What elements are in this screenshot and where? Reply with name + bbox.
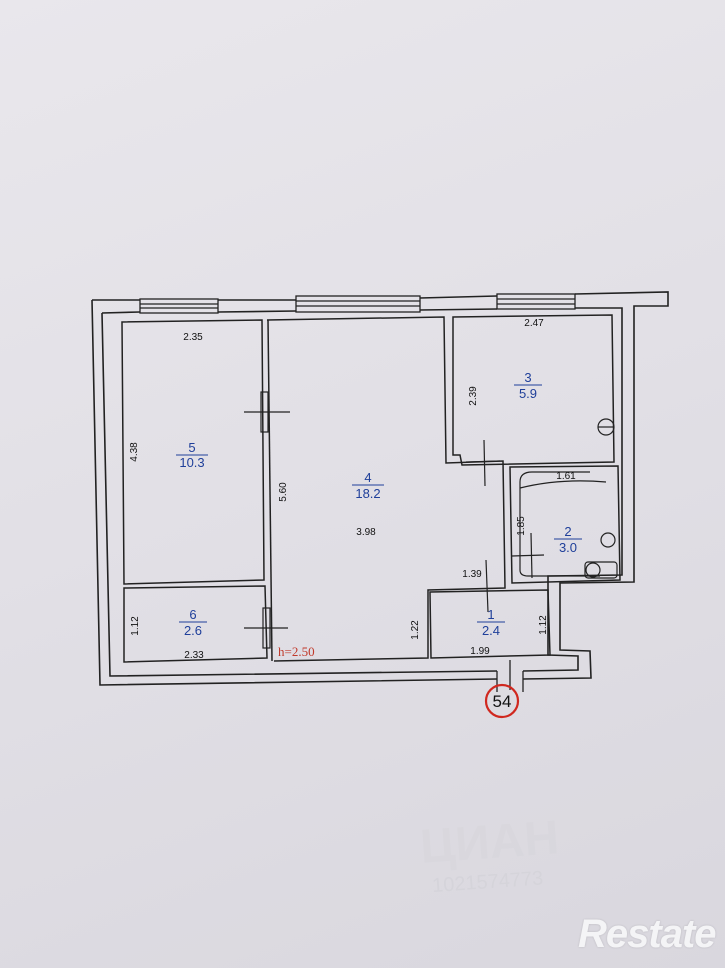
dim-room3-length: 2.39 <box>468 386 479 406</box>
entrance-door <box>496 660 524 692</box>
dim-room6-width: 2.33 <box>184 650 204 661</box>
partitions <box>121 314 621 663</box>
sink-icon <box>600 532 616 548</box>
room6-area: 2.6 <box>184 623 202 638</box>
room2-area: 3.0 <box>559 540 577 555</box>
fixtures <box>519 418 618 579</box>
dim-room1-width: 1.99 <box>470 646 490 657</box>
toilet-room2-icon <box>585 562 601 578</box>
room3-number: 3 <box>524 370 531 385</box>
dim-room2-length: 1.85 <box>516 516 527 536</box>
wall-room3 <box>452 314 615 466</box>
dim-room4-width: 3.98 <box>356 527 376 538</box>
dim-room4-length: 5.60 <box>278 482 289 502</box>
apartment-badge: 54 <box>484 683 520 719</box>
dim-corridor-width: 1.39 <box>462 569 482 580</box>
doors <box>244 391 545 649</box>
watermark-logo: ЦИАН <box>418 811 560 874</box>
wall-room4 <box>266 316 506 662</box>
room6-number: 6 <box>189 607 196 622</box>
room1-number: 1 <box>487 607 494 622</box>
wall-room6 <box>123 585 268 663</box>
brand-logo: Restate <box>578 912 717 956</box>
dim-room5-length: 4.38 <box>129 442 140 462</box>
ceiling-height: h=2.50 <box>278 644 315 659</box>
windows <box>139 293 576 314</box>
dim-room2-width: 1.61 <box>556 471 576 482</box>
dim-room4-lower: 1.22 <box>410 620 421 640</box>
dim-room5-width: 2.35 <box>183 332 203 343</box>
dimension-labels: 2.35 4.38 2.47 2.39 5.60 3.98 1.61 1.85 … <box>129 318 576 661</box>
room1-area: 2.4 <box>482 623 500 638</box>
room-labels: 5 10.3 4 18.2 3 5.9 2 3.0 6 2.6 1 2.4 <box>176 370 582 638</box>
dim-room3-width: 2.47 <box>524 318 544 329</box>
room2-number: 2 <box>564 524 571 539</box>
wall-room2 <box>509 465 621 584</box>
room3-area: 5.9 <box>519 386 537 401</box>
room4-number: 4 <box>364 470 371 485</box>
window-room5 <box>139 298 219 314</box>
bathtub <box>519 471 600 577</box>
outer-walls <box>91 291 669 686</box>
room4-area: 18.2 <box>355 486 380 501</box>
window-room4 <box>295 295 421 313</box>
dim-room6-length: 1.12 <box>130 616 141 636</box>
dim-room1-length: 1.12 <box>538 615 549 635</box>
apartment-number: 54 <box>493 692 512 711</box>
room5-area: 10.3 <box>179 455 204 470</box>
wall-room5 <box>121 319 265 585</box>
wall-room1 <box>429 589 551 659</box>
room5-number: 5 <box>188 440 195 455</box>
window-room3 <box>496 293 576 310</box>
